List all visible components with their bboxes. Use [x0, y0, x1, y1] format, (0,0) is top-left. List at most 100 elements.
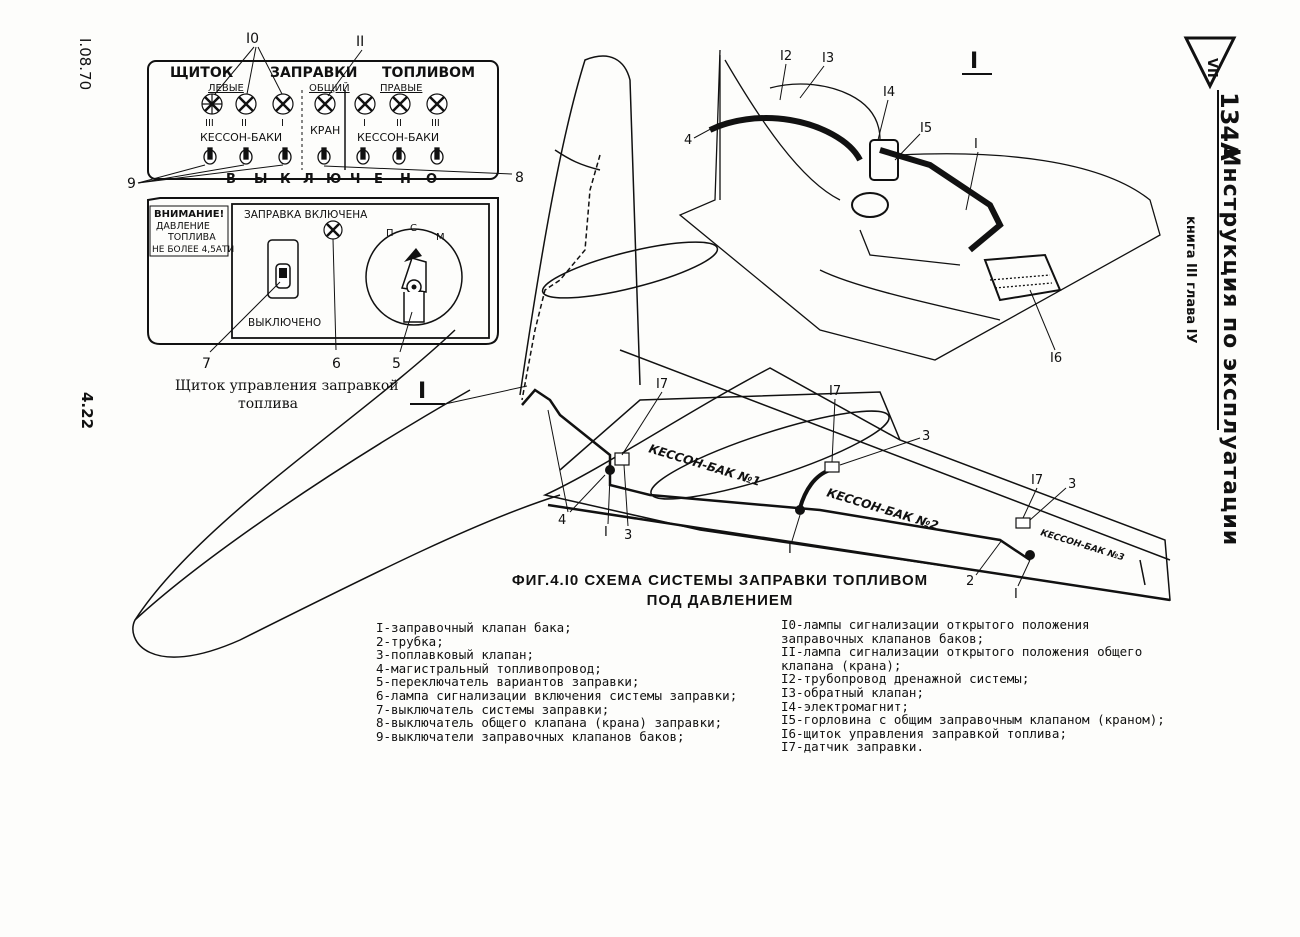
callout-3c: 3 — [624, 528, 632, 543]
tank-3-label: КЕССОН-БАК №3 — [1039, 528, 1125, 563]
right-kesson-label: КЕССОН-БАКИ — [357, 131, 439, 144]
callout-17c: I7 — [1031, 473, 1043, 488]
callout-10: I0 — [246, 31, 259, 47]
callout-6: 6 — [332, 356, 341, 372]
callout-13: I3 — [822, 51, 834, 66]
legend-item: I2-трубопровод дренажной системы; — [781, 671, 1030, 687]
header-rule — [1217, 90, 1219, 430]
callout-14: I4 — [883, 85, 895, 100]
detail-view-marker: I — [970, 49, 978, 74]
legend-item: I7-датчик заправки. — [781, 739, 924, 755]
right-lamp-label-3: III — [431, 118, 440, 129]
legend-item: 7-выключатель системы заправки; — [376, 701, 610, 717]
panel-title-word-3: ТОПЛИВОМ — [382, 65, 475, 81]
callout-1a: I — [604, 525, 608, 540]
legend-item: 8-выключатель общего клапана (крана) зап… — [376, 715, 723, 731]
legend-item: 3-поплавковый клапан; — [376, 647, 535, 663]
legend-item: I3-обратный клапан; — [781, 684, 924, 700]
figure-title-line-2: ПОД ДАВЛЕНИЕМ — [646, 592, 794, 609]
refuel-on-lamp — [323, 220, 343, 240]
wing-view-marker: I — [418, 379, 426, 404]
legend-item: 4-магистральный топливопровод; — [376, 660, 602, 676]
legend-item: клапана (крана); — [781, 657, 902, 673]
callout-11: II — [356, 34, 364, 50]
panel-caption-line-1: Щиток управления заправкой — [175, 378, 399, 394]
off-label: ВЫКЛЮЧЕНО — [248, 317, 321, 329]
legend-item: I6-щиток управления заправкой топлива; — [781, 725, 1067, 741]
detail-view — [678, 49, 1161, 361]
kran-label: КРАН — [310, 124, 340, 137]
svg-text:Ю: Ю — [326, 172, 341, 187]
callout-17b: I7 — [829, 384, 841, 399]
legend-item: I5-горловина с общим заправочным клапано… — [781, 712, 1165, 728]
callout-12: I2 — [780, 49, 792, 64]
callout-1b: I — [788, 542, 792, 557]
selector-pos-s: С — [410, 223, 417, 234]
figure-title-line-1: ФИГ.4.I0 СХЕМА СИСТЕМЫ ЗАПРАВКИ ТОПЛИВОМ — [511, 572, 929, 589]
legend-item: 5-переключатель вариантов заправки; — [376, 674, 640, 690]
left-lamps — [201, 93, 294, 115]
svg-text:О: О — [426, 172, 437, 187]
selector-pos-m: М — [436, 232, 445, 243]
right-lamp-label-2: II — [396, 118, 402, 129]
main-fuel-line — [521, 388, 1031, 562]
callout-1c: I — [1014, 587, 1018, 602]
right-lamp-label-1: I — [363, 118, 366, 129]
legend-item: I0-лампы сигнализации открытого положени… — [781, 617, 1090, 632]
callout-3a: 3 — [922, 429, 930, 444]
legend-item: 2-трубка; — [376, 633, 444, 649]
left-kesson-label: КЕССОН-БАКИ — [200, 131, 282, 144]
callout-16: I6 — [1050, 351, 1062, 366]
callout-8: 8 — [515, 170, 524, 186]
legend-item: заправочных клапанов баков; — [781, 630, 985, 646]
common-lamp — [314, 93, 336, 115]
warning-line-2: ДАВЛЕНИЕ — [156, 221, 210, 232]
callout-2: 2 — [966, 574, 974, 589]
panel-upper-frame — [147, 60, 499, 180]
common-label: ОБЩИЙ — [309, 81, 350, 94]
panel-title-word-1: ЩИТОК — [170, 65, 234, 81]
right-lamps — [354, 93, 448, 115]
callout-1-detail: I — [974, 137, 978, 152]
svg-text:К: К — [280, 172, 291, 187]
svg-text:VII: VII — [1204, 58, 1219, 78]
selector-pos-p: П — [386, 228, 394, 239]
manual-logo: VII — [1182, 34, 1238, 90]
panel-title-word-2: ЗАПРАВКИ — [270, 65, 357, 81]
refuel-on-label: ЗАПРАВКА ВКЛЮЧЕНА — [244, 209, 368, 221]
legend-right: I0-лампы сигнализации открытого положени… — [781, 618, 1165, 754]
toggle-switches — [203, 147, 444, 165]
legend-left: I-заправочный клапан бака; 2-трубка; 3-п… — [376, 621, 737, 743]
warning-line-4: НЕ БОЛЕЕ 4,5АТИ — [152, 245, 234, 255]
tank-2-label: КЕССОН-БАК №2 — [825, 485, 940, 532]
callout-17a: I7 — [656, 377, 668, 392]
left-lamp-label-2: II — [241, 118, 247, 129]
callout-7: 7 — [202, 356, 211, 372]
warning-line-1: ВНИМАНИЕ! — [154, 209, 224, 220]
svg-text:В: В — [226, 172, 236, 187]
callout-4-wing: 4 — [558, 513, 566, 528]
legend-item: I4-электромагнит; — [781, 698, 909, 714]
callout-3b: 3 — [1068, 477, 1076, 492]
svg-text:Ч: Ч — [350, 172, 361, 187]
left-tanks-label: ЛЕВЫЕ — [208, 83, 244, 94]
svg-text:Ы: Ы — [254, 172, 267, 187]
callout-9: 9 — [127, 176, 136, 192]
warning-box — [149, 205, 229, 257]
tank-1-label: КЕССОН-БАК №1 — [647, 441, 762, 488]
left-lamp-label-3: III — [205, 118, 214, 129]
panel-lower-frame — [147, 197, 499, 345]
legend-item: 6-лампа сигнализации включения системы з… — [376, 687, 738, 703]
legend-item: I-заправочный клапан бака; — [376, 620, 572, 635]
legend-item: II-лампа сигнализации открытого положени… — [781, 644, 1143, 660]
warning-line-3: ТОПЛИВА — [167, 232, 216, 243]
wing-outline — [132, 55, 1171, 658]
callout-4-detail: 4 — [684, 133, 692, 148]
right-tanks-label: ПРАВЫЕ — [380, 83, 422, 94]
legend-item: 9-выключатели заправочных клапанов баков… — [376, 728, 685, 744]
left-lamp-label-1: I — [281, 118, 284, 129]
panel-caption-line-2: топлива — [238, 396, 298, 412]
svg-text:Л: Л — [303, 172, 314, 187]
